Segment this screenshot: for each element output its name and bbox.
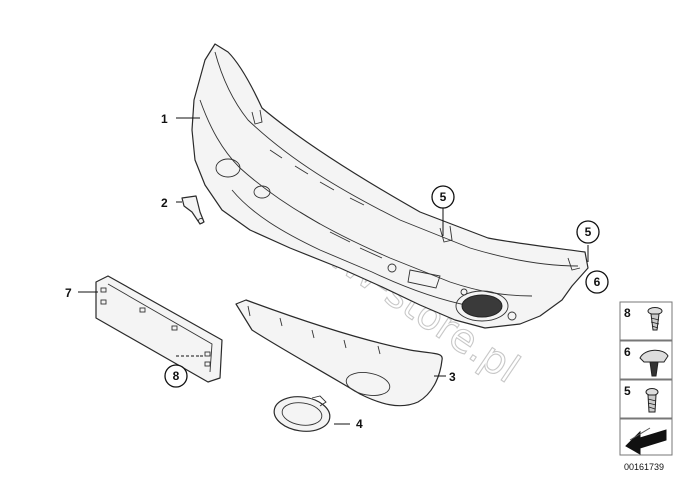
callout-5-circle-a: 5 bbox=[431, 185, 455, 209]
callout-8-circle: 8 bbox=[164, 364, 188, 388]
bumper-panel bbox=[191, 43, 589, 329]
svg-text:8: 8 bbox=[173, 369, 180, 383]
callout-6-circle: 6 bbox=[585, 270, 609, 294]
lower-trim-strip bbox=[235, 299, 443, 407]
callout-4: 4 bbox=[356, 417, 363, 431]
legend-number-8: 8 bbox=[624, 306, 631, 320]
svg-text:6: 6 bbox=[594, 275, 601, 289]
leader-lines bbox=[78, 117, 589, 425]
document-number: 00161739 bbox=[624, 462, 664, 472]
callout-3: 3 bbox=[449, 370, 456, 384]
callout-5-circle-b: 5 bbox=[576, 220, 600, 244]
legend-number-6: 6 bbox=[624, 345, 631, 359]
legend-number-5: 5 bbox=[624, 384, 631, 398]
licence-plate-base bbox=[95, 275, 223, 383]
svg-text:5: 5 bbox=[440, 190, 447, 204]
callout-7: 7 bbox=[65, 286, 72, 300]
svg-text:5: 5 bbox=[585, 225, 592, 239]
callout-1: 1 bbox=[161, 112, 168, 126]
fastener-legend: 8 6 5 bbox=[619, 301, 673, 456]
screw-icon bbox=[645, 388, 659, 413]
callout-2: 2 bbox=[161, 196, 168, 210]
direction-arrow-icon bbox=[625, 427, 667, 455]
expanding-rivet-icon bbox=[639, 349, 669, 377]
fog-lamp-ring bbox=[273, 395, 331, 432]
towing-eye-cover bbox=[181, 195, 205, 225]
screw-icon bbox=[647, 307, 663, 331]
